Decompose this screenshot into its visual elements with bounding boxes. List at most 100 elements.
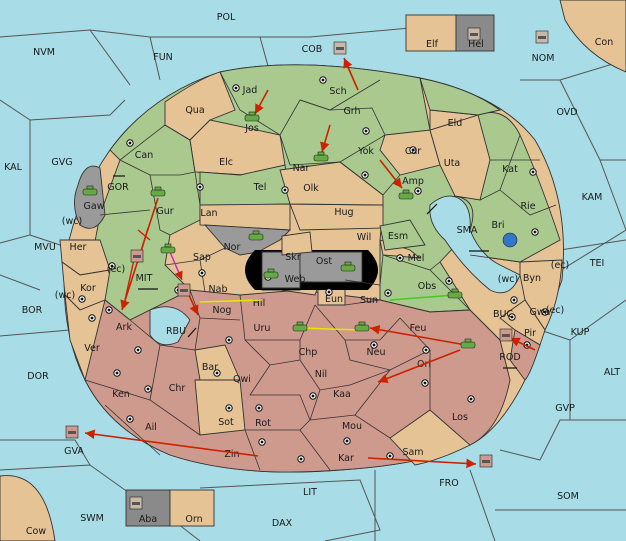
label-rie: Rie (520, 201, 535, 212)
label-ec2: (ec) (551, 260, 569, 271)
label-sam: Sam (402, 447, 423, 458)
sea-sma-bay (429, 195, 521, 294)
unit-army-gur[interactable] (150, 186, 166, 197)
label-uta: Uta (444, 158, 461, 169)
supply-center (445, 277, 453, 285)
label-sma: SMA (457, 225, 478, 236)
unit-army-nor[interactable] (248, 230, 264, 241)
label-gvp: GVP (555, 403, 575, 414)
supply-center (134, 346, 142, 354)
unit-army-feu[interactable] (354, 321, 370, 332)
label-lit: LIT (303, 487, 317, 498)
label-pir: Pir (524, 328, 536, 339)
supply-center (213, 369, 221, 377)
unit-fleet-fro[interactable] (479, 454, 493, 468)
label-rbu: RBU (166, 326, 186, 337)
supply-center (422, 346, 430, 354)
supply-center (414, 187, 422, 195)
unit-army-uru[interactable] (292, 321, 308, 332)
label-gur: Gur (156, 206, 173, 217)
territory-olk (279, 161, 384, 206)
unit-army-amp[interactable] (398, 189, 414, 200)
label-lan: Lan (200, 208, 217, 219)
label-esm: Esm (388, 231, 408, 242)
label-web: Web (285, 274, 306, 285)
unit-fleet-hel[interactable] (467, 27, 481, 41)
order-arrow (124, 254, 136, 301)
supply-center (232, 84, 240, 92)
unit-army-web[interactable] (263, 268, 279, 279)
unit-fleet-buc[interactable] (499, 328, 513, 342)
unit-army-jos[interactable] (244, 111, 260, 122)
label-ec1: (ec) (107, 264, 125, 275)
unit-army-nom[interactable] (535, 30, 549, 44)
order-arrow (137, 229, 151, 241)
territory-gaw (74, 165, 106, 229)
label-fro: FRO (439, 478, 459, 489)
unit-fleet-mit[interactable] (177, 283, 191, 297)
order-arrow (509, 337, 536, 351)
unit-army-gaw[interactable] (82, 185, 98, 196)
label-wc3: (wc) (498, 274, 518, 285)
label-neu: Neu (367, 347, 386, 358)
supply-center (225, 404, 233, 412)
label-feu: Feu (410, 323, 427, 334)
unit-fleet-gva[interactable] (65, 425, 79, 439)
order-arrow (187, 292, 199, 316)
label-kal: KAL (4, 162, 23, 173)
label-can: Can (135, 150, 153, 161)
label-amp: Amp (402, 176, 424, 187)
label-elc: Elc (219, 157, 233, 168)
supply-center (281, 186, 289, 194)
label-swm: SWM (80, 513, 104, 524)
unit-fleet-bri[interactable] (502, 232, 518, 248)
supply-center (108, 262, 116, 270)
supply-centers (78, 76, 549, 463)
label-sot: Sot (218, 417, 234, 428)
unit-army-nar[interactable] (313, 151, 329, 162)
label-her: Her (70, 242, 87, 253)
supply-center (198, 269, 206, 277)
territory-sam (389, 409, 471, 466)
label-eld: Eld (448, 118, 463, 129)
label-kor: Kor (80, 283, 96, 294)
supply-center (386, 452, 394, 460)
label-mou: Mou (342, 421, 362, 432)
label-buc: BUC (493, 309, 513, 320)
supply-center (541, 308, 549, 316)
unit-army-obs[interactable] (447, 288, 463, 299)
unit-army-sap[interactable] (160, 243, 176, 254)
unit-fleet-aba[interactable] (129, 496, 143, 510)
order-arrow (379, 159, 403, 189)
label-dax: DAX (272, 518, 293, 529)
supply-center (362, 127, 370, 135)
label-nar: Nar (293, 163, 310, 174)
label-olk: Olk (303, 183, 319, 194)
supply-center (88, 314, 96, 322)
label-ost: Ost (316, 256, 332, 267)
unit-army-orl[interactable] (460, 338, 476, 349)
label-qwi: Qwi (233, 374, 251, 385)
label-byn: Byn (523, 273, 541, 284)
label-dor: DOR (27, 371, 49, 382)
supply-center (370, 341, 378, 349)
label-kar: Kar (338, 453, 354, 464)
label-gva: GVA (64, 446, 84, 457)
label-gaw: Gaw (84, 201, 105, 212)
label-bar: Bar (202, 362, 218, 373)
label-zin: Zin (224, 449, 239, 460)
label-wc1: (wc) (62, 216, 82, 227)
supply-center (196, 183, 204, 191)
unit-army-cob[interactable] (333, 41, 347, 55)
unit-fleet-mvu[interactable] (130, 249, 144, 263)
label-mvu: MVU (34, 242, 56, 253)
unit-army-ost[interactable] (340, 261, 356, 272)
supply-center (510, 296, 518, 304)
label-hel: Hel (468, 39, 484, 50)
orders (84, 57, 536, 469)
label-skr: Skr (285, 252, 301, 263)
supply-center (309, 392, 317, 400)
supply-center (225, 336, 233, 344)
label-ver: Ver (84, 343, 100, 354)
